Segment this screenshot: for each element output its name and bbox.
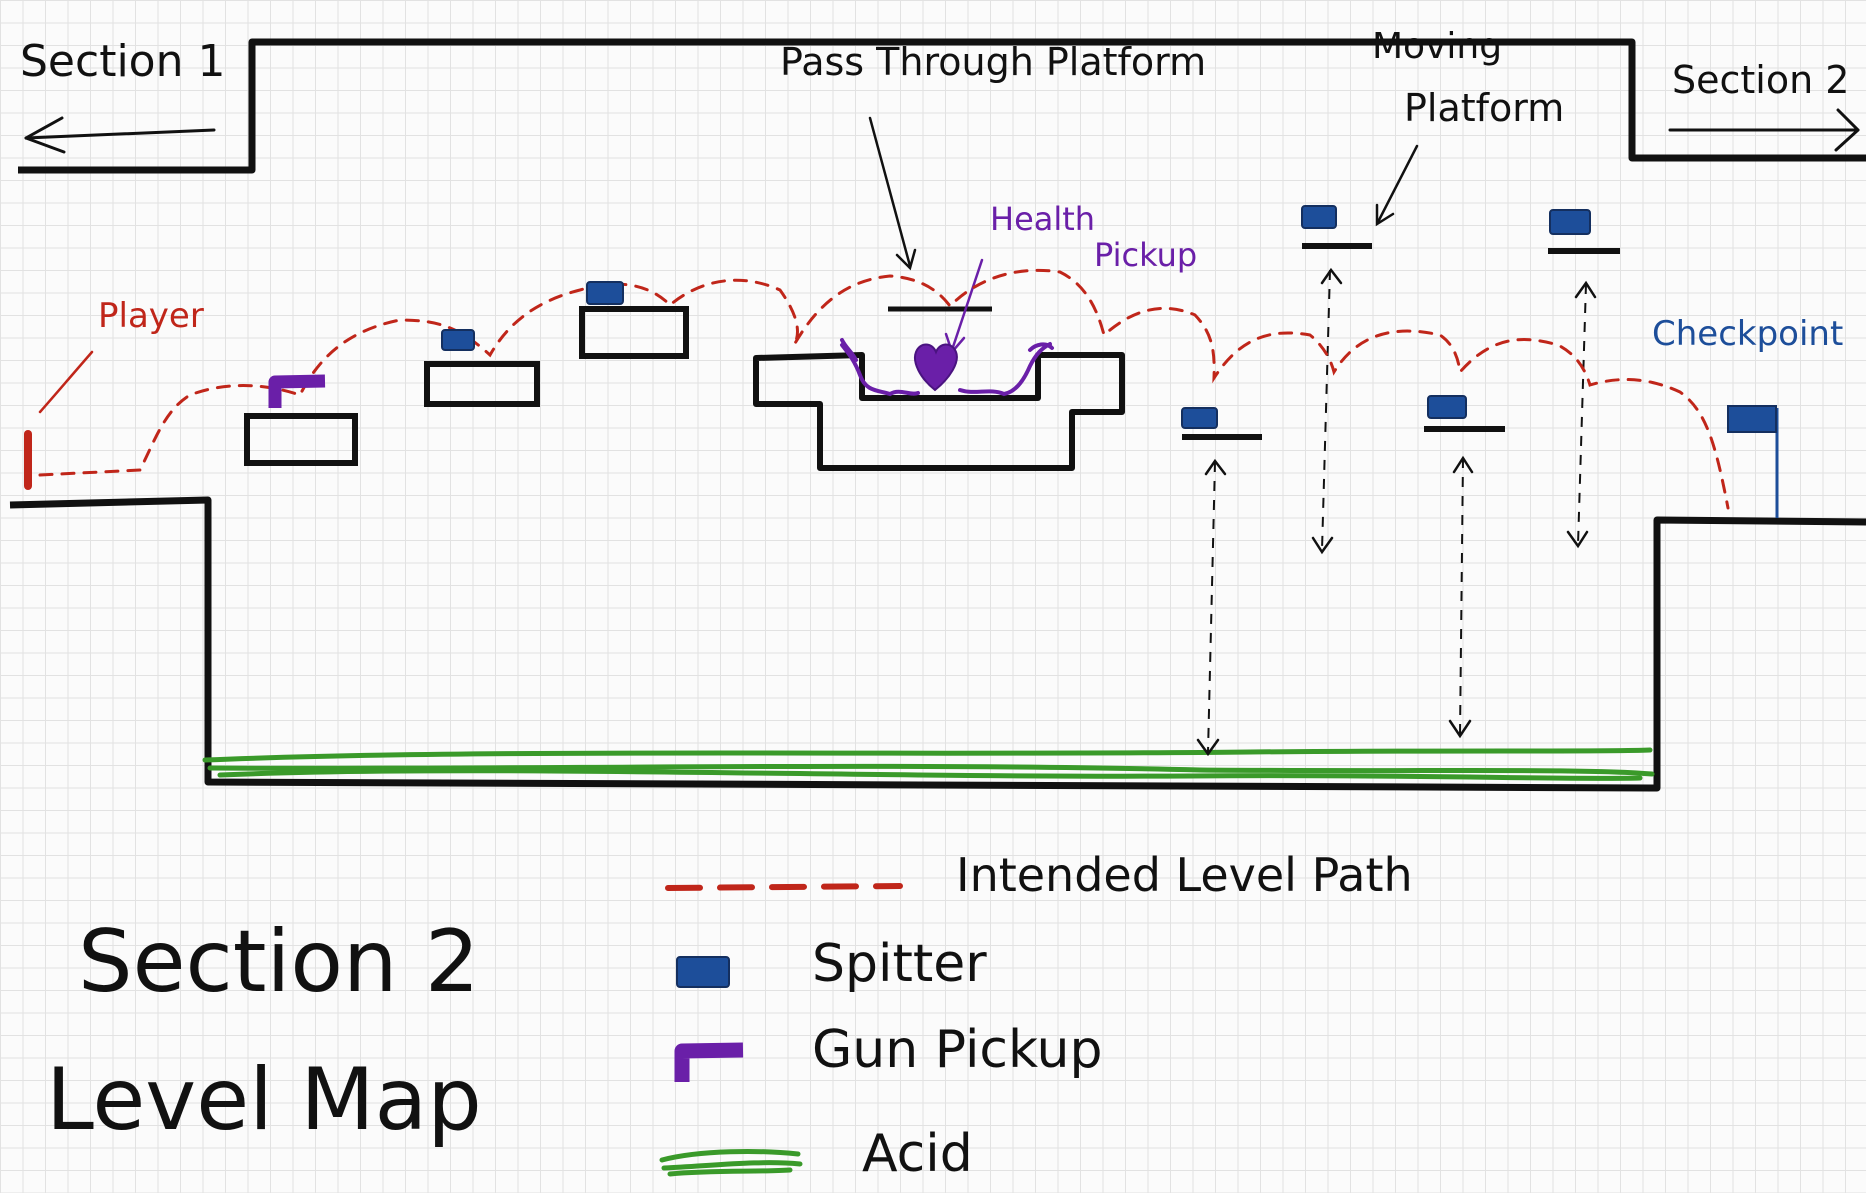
section-1-label: Section 1 <box>20 36 226 87</box>
spitter-icon <box>441 329 475 351</box>
page-title-line2: Level Map <box>46 1050 482 1150</box>
legend-path-label: Intended Level Path <box>956 848 1413 902</box>
section-2-exit-label: Section 2 <box>1672 58 1850 102</box>
level-outline-bottom <box>9 496 1866 792</box>
up-arrow-icon <box>1452 455 1474 474</box>
platform-block-1 <box>244 413 358 466</box>
arrow-head-icon <box>1375 203 1395 227</box>
health-pointer-arrow <box>950 258 984 352</box>
spitter-icon <box>1549 209 1591 235</box>
spitter-icons <box>441 205 1591 429</box>
legend-spitter-swatch <box>676 956 730 988</box>
platform-pit-structure <box>753 352 1125 471</box>
moving-platform-travel-arrows <box>1207 269 1587 753</box>
down-arrow-icon <box>1196 738 1220 757</box>
section-1-arrow <box>24 116 216 154</box>
legend-acid-swatch <box>659 1149 803 1177</box>
spitter-icon <box>586 281 624 305</box>
down-arrow-icon <box>1311 536 1334 555</box>
player-pointer-line <box>38 350 94 414</box>
platform-block-2 <box>424 361 540 407</box>
up-arrow-icon <box>1320 267 1343 285</box>
player-label: Player <box>98 296 204 336</box>
acid-floor <box>202 747 1655 781</box>
pass-through-platform-label: Pass Through Platform <box>780 40 1207 84</box>
down-arrow-icon <box>1448 719 1472 739</box>
platform-block-3 <box>579 306 689 359</box>
pass-through-pointer-arrow <box>868 116 912 268</box>
moving-platform-pointer-arrow <box>1376 144 1419 224</box>
legend-gun-label: Gun Pickup <box>812 1020 1103 1080</box>
up-arrow-icon <box>1574 280 1597 299</box>
spitter-icon <box>1181 407 1218 429</box>
down-arrow-icon <box>1566 530 1589 549</box>
legend-acid-label: Acid <box>862 1124 973 1184</box>
health-pit-hazard <box>840 338 1054 397</box>
checkpoint-flag-icon <box>1727 405 1777 433</box>
moving-platform-label-line2: Platform <box>1404 86 1565 130</box>
spitter-icon <box>1427 395 1467 419</box>
legend-path-swatch <box>665 883 903 891</box>
up-arrow-icon <box>1204 458 1227 476</box>
legend-spitter-label: Spitter <box>812 934 987 994</box>
page-title-line1: Section 2 <box>78 912 480 1012</box>
gun-pickup-icon <box>268 374 326 408</box>
spitter-icon <box>1301 205 1337 229</box>
legend-gun-swatch <box>674 1042 744 1082</box>
health-pickup-label-line2: Pickup <box>1094 236 1198 274</box>
moving-platform-label-line1: Moving <box>1372 26 1503 67</box>
intended-level-path <box>38 268 1730 510</box>
checkpoint-label: Checkpoint <box>1652 314 1844 354</box>
health-pickup-label-line1: Health <box>990 200 1096 238</box>
arrow-head-icon <box>895 248 917 271</box>
section-2-arrow <box>1668 108 1860 152</box>
health-pickup-icon <box>914 343 958 392</box>
level-outline-top <box>18 38 1866 174</box>
